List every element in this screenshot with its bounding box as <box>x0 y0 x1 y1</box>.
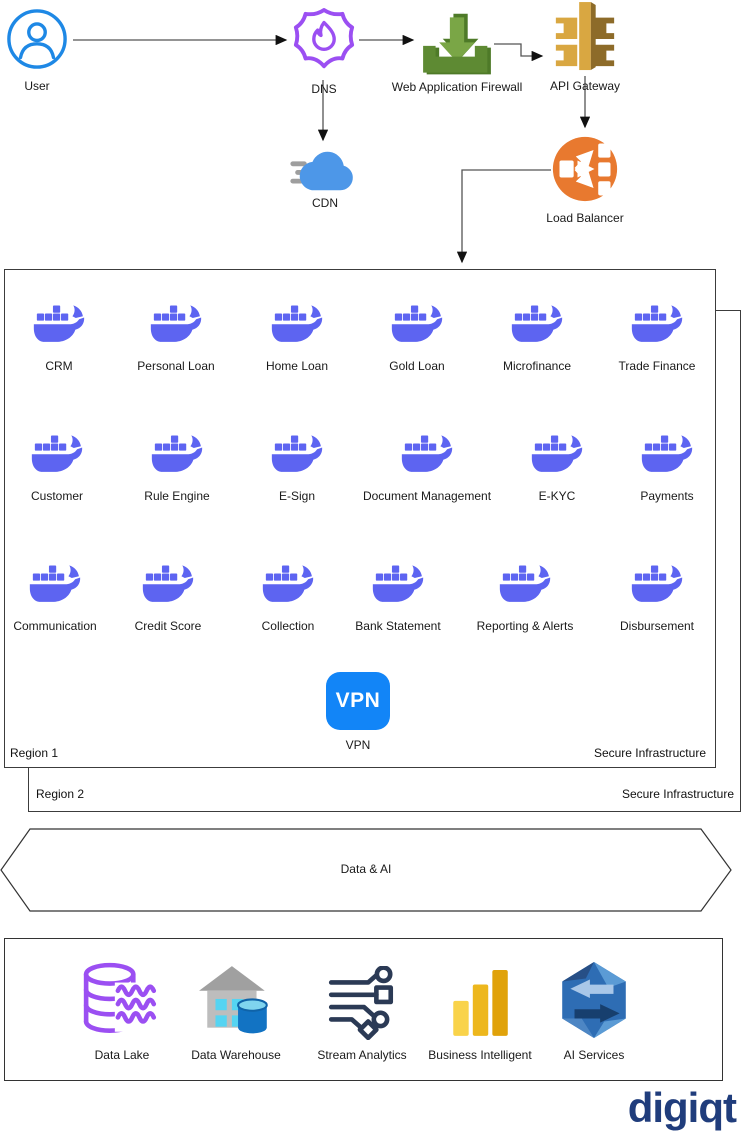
data-lake-icon <box>83 962 163 1033</box>
digiqt-logo: digiqt <box>627 1084 737 1131</box>
platform-node-ai-services: AI Services <box>519 950 669 1062</box>
ai-services-label: AI Services <box>563 1048 625 1062</box>
load-balancer-label: Load Balancer <box>546 211 624 225</box>
data-lake-label: Data Lake <box>94 1048 150 1062</box>
edge-waf-apigateway <box>494 43 544 62</box>
user-icon <box>7 9 67 69</box>
region2-secure-label: Secure Infrastructure <box>621 787 734 801</box>
business-intelligent-icon <box>453 970 508 1036</box>
vpn-label: VPN <box>345 738 371 752</box>
api-gateway-label: API Gateway <box>549 79 621 93</box>
data-warehouse-icon <box>199 966 268 1034</box>
vpn-icon: VPN <box>326 672 390 730</box>
waf-label: Web Application Firewall <box>391 80 523 94</box>
data-ai-banner-label: Data & AI <box>340 862 392 876</box>
data-warehouse-label: Data Warehouse <box>191 1048 281 1062</box>
connector-lines <box>73 34 591 264</box>
region1-label: Region 1 <box>10 746 59 760</box>
platform-node-stream-analytics: Stream Analytics <box>287 950 437 1062</box>
dns-shield-icon <box>293 8 355 69</box>
data-ai-banner <box>0 828 732 912</box>
business-intelligent-label: Business Intelligent <box>428 1048 532 1062</box>
platform-node-data-warehouse: Data Warehouse <box>161 950 311 1062</box>
vpn-icon-text: VPN <box>335 689 381 712</box>
load-balancer-icon <box>552 136 618 202</box>
region2-label: Region 2 <box>36 787 85 801</box>
api-gateway-icon <box>555 2 615 71</box>
waf-icon <box>423 13 491 75</box>
dns-label: DNS <box>311 82 337 96</box>
platform-node-business-intelligent: Business Intelligent <box>405 950 555 1062</box>
ai-services-icon <box>562 962 626 1038</box>
cdn-label: CDN <box>312 196 338 210</box>
user-label: User <box>24 79 50 93</box>
stream-analytics-label: Stream Analytics <box>317 1048 407 1062</box>
cdn-cloud-icon <box>290 151 353 191</box>
region1-secure-label: Secure Infrastructure <box>593 746 706 760</box>
stream-analytics-icon <box>328 966 394 1040</box>
platform-node-data-lake: Data Lake <box>47 950 197 1062</box>
